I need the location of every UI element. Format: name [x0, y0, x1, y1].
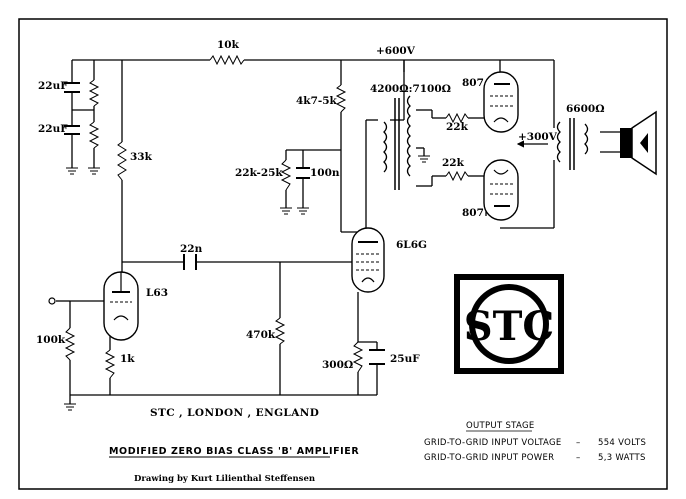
label-r-1k: 1k: [120, 353, 135, 365]
label-c-100n: 100n: [310, 167, 340, 179]
label-r-22k-top: 22k: [446, 121, 469, 133]
label-c-22uf-bottom: 22uF: [38, 123, 68, 135]
label-r-470k: 470k: [246, 329, 276, 341]
output-stage-table: OUTPUT STAGE GRID-TO-GRID INPUT VOLTAGE …: [424, 421, 646, 463]
label-r-300: 300Ω: [322, 359, 353, 371]
label-c-22uf-top: 22uF: [38, 80, 68, 92]
label-807-bottom: 807: [462, 207, 484, 219]
label-l63: L63: [146, 287, 168, 299]
amplifier-title: MODIFIED ZERO BIAS CLASS 'B' AMPLIFIER: [109, 446, 359, 457]
row-voltage-value: 554 VOLTS: [598, 438, 646, 448]
company-line: STC , LONDON , ENGLAND: [150, 407, 319, 419]
tube-l63: [103, 271, 139, 341]
drawing-credit: Drawing by Kurt Lilienthal Steffensen: [134, 474, 315, 484]
component-labels: 22uF 22uF 10k +600V 4k7-5k 33k 4200Ω:710…: [36, 39, 605, 371]
speaker-icon: [620, 110, 657, 176]
label-c-25uf: 25uF: [390, 353, 420, 365]
row-power-label: GRID-TO-GRID INPUT POWER: [424, 453, 554, 463]
label-r-22k25k: 22k-25k: [235, 167, 283, 179]
row-voltage-label: GRID-TO-GRID INPUT VOLTAGE: [424, 438, 562, 448]
ground-symbols: [64, 155, 430, 411]
label-xfmr-out: 6600Ω: [566, 103, 605, 115]
capacitors: [64, 82, 385, 365]
transformer-output: [516, 118, 589, 170]
tube-807-top: [483, 71, 519, 133]
resistors: [64, 54, 469, 379]
tube-6l6g: [351, 227, 385, 293]
label-r-22k-bottom: 22k: [442, 157, 465, 169]
input-terminal[interactable]: [48, 297, 56, 305]
row-voltage-dash: –: [576, 438, 581, 448]
label-r-100k: 100k: [36, 334, 66, 346]
title-block: STC , LONDON , ENGLAND MODIFIED ZERO BIA…: [109, 407, 359, 484]
label-807-top: 807: [462, 77, 484, 89]
label-supply-600: +600V: [376, 45, 416, 57]
logo-text: STC: [464, 303, 555, 350]
stc-logo: STC: [454, 274, 564, 374]
label-c-22n: 22n: [180, 243, 203, 255]
output-stage-heading: OUTPUT STAGE: [466, 421, 535, 431]
label-r-33k: 33k: [130, 151, 153, 163]
label-r-10k: 10k: [217, 39, 240, 51]
label-xfmr-in: 4200Ω:7100Ω: [370, 83, 451, 95]
row-power-value: 5,3 WATTS: [598, 453, 646, 463]
transformer-interstage: [383, 95, 411, 190]
tube-807-bottom: [483, 159, 519, 221]
label-supply-300: +300V: [518, 131, 558, 143]
row-power-dash: –: [576, 453, 581, 463]
drawing-border: [18, 18, 668, 490]
label-6l6g: 6L6G: [396, 239, 427, 251]
label-r-4k7: 4k7-5k: [296, 95, 338, 107]
